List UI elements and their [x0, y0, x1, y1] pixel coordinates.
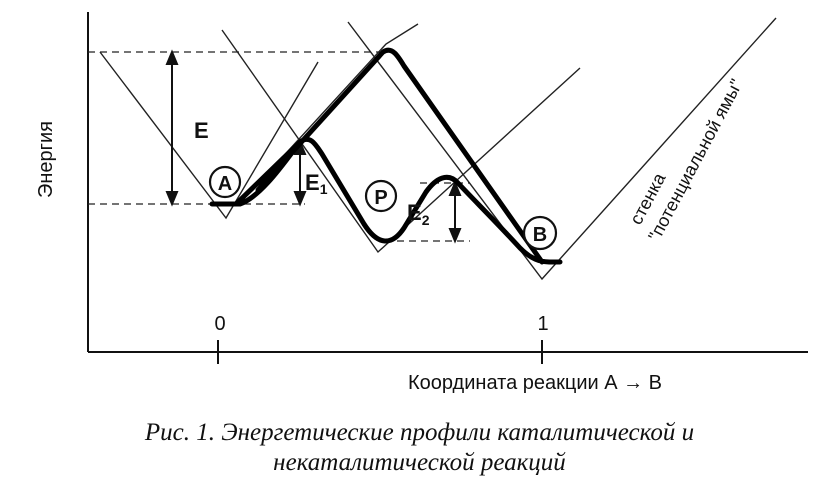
state-p-circle	[364, 179, 398, 213]
y-axis-label: Энергия	[35, 121, 57, 198]
potential-well-walls	[99, 17, 777, 281]
x-axis-label: Координата реакции А → В	[408, 372, 662, 394]
dashed-levels	[88, 51, 470, 242]
wall-label-line2: "потенциальной ямы"	[644, 76, 746, 245]
axes	[87, 12, 808, 364]
state-a-circle	[208, 165, 242, 199]
arrow-e-total-head-top	[165, 49, 179, 65]
state-markers: A P B	[208, 165, 558, 251]
x-tick-label-0: 0	[214, 313, 225, 335]
well-b-walls	[347, 17, 777, 281]
figure-caption-line-2: некаталитической реакций	[273, 449, 566, 476]
state-a: A	[208, 165, 242, 199]
energy-arrows	[165, 49, 462, 244]
label-e2-sub: 2	[422, 212, 430, 228]
label-e2-main: E	[407, 200, 422, 225]
arrow-e-total-head-bottom	[165, 191, 179, 207]
label-e1-sub: 1	[320, 181, 328, 197]
arrow-e1-head-bottom	[293, 191, 307, 207]
reaction-path-curve	[209, 47, 563, 265]
arrow-e2-head-top	[448, 180, 462, 196]
x-tick-label-1: 1	[537, 313, 548, 335]
label-e1-main: E	[305, 170, 320, 195]
state-b: B	[522, 215, 558, 251]
label-e1: E1	[305, 170, 328, 197]
state-b-label: B	[533, 224, 547, 246]
uncatalyzed-high-wall	[277, 23, 419, 163]
wall-annotation: стенка "потенциальной ямы"	[626, 76, 747, 245]
well-a-walls	[99, 51, 319, 220]
well-p-walls	[221, 29, 581, 254]
state-a-label: A	[218, 173, 232, 195]
arrow-e2-head-bottom	[448, 228, 462, 244]
label-e2: E2	[407, 200, 430, 228]
figure-caption-line-1: Рис. 1. Энергетические профили каталитич…	[144, 419, 695, 446]
label-e-total: E	[194, 118, 209, 143]
state-p: P	[364, 179, 398, 213]
state-b-circle	[522, 215, 558, 251]
state-p-label: P	[374, 187, 387, 209]
